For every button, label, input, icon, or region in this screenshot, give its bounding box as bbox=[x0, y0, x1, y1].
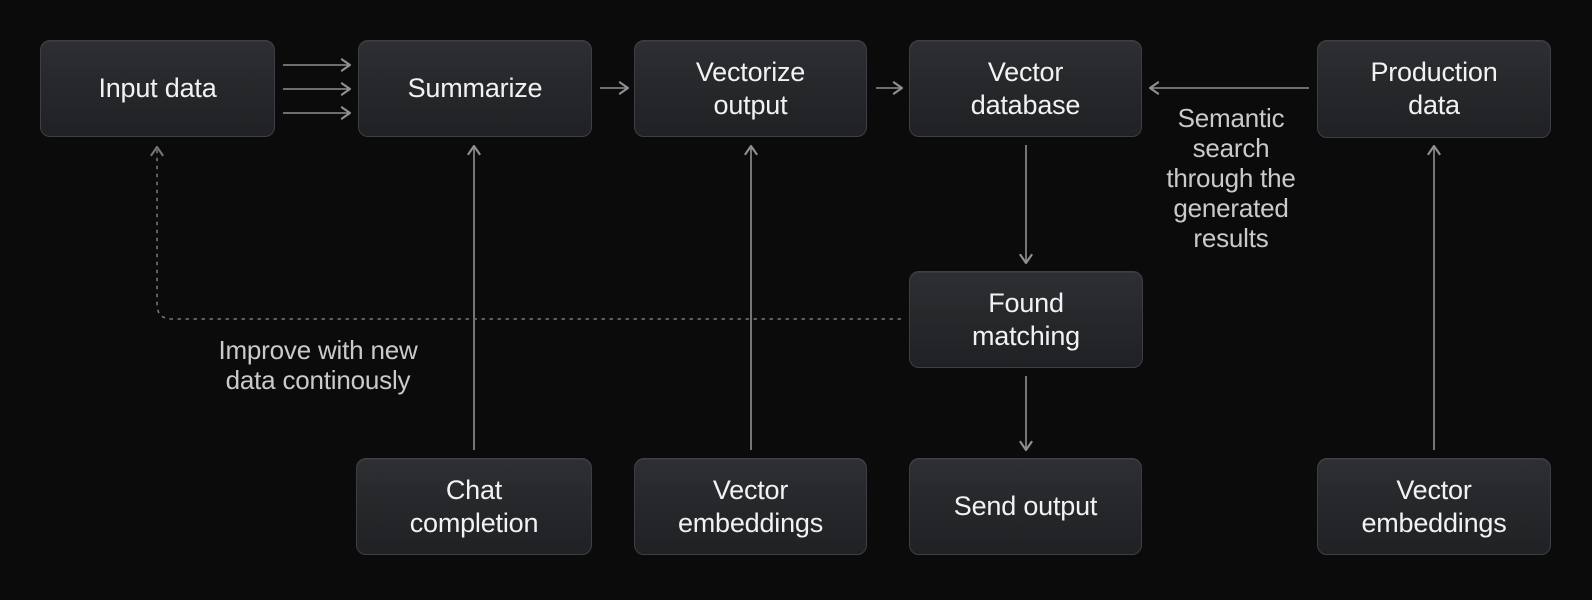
node-summarize: Summarize bbox=[358, 40, 592, 137]
node-found-matching: Found matching bbox=[909, 271, 1143, 368]
node-found-matching-label: Found matching bbox=[972, 287, 1080, 351]
node-vector-database-label: Vector database bbox=[970, 56, 1081, 120]
node-send-output-label: Send output bbox=[953, 491, 1098, 521]
improve-label: Improve with new data continously bbox=[218, 335, 418, 395]
node-production-data: Production data bbox=[1317, 40, 1551, 138]
node-chat-completion-label: Chat completion bbox=[409, 474, 539, 538]
semantic-search-label: Semantic search through the generated re… bbox=[1166, 103, 1296, 253]
node-production-data-label: Production data bbox=[1370, 57, 1498, 120]
node-vector-database: Vector database bbox=[909, 40, 1142, 137]
node-input-data-label: Input data bbox=[98, 73, 217, 103]
edge-found-matching-to-input-data bbox=[150, 145, 901, 320]
node-vector-embeddings-left-label: Vector embeddings bbox=[677, 474, 824, 538]
node-summarize-label: Summarize bbox=[407, 73, 543, 103]
node-send-output: Send output bbox=[909, 458, 1142, 555]
node-vector-embeddings-right-label: Vector embeddings bbox=[1361, 474, 1507, 538]
node-vector-embeddings-left: Vector embeddings bbox=[634, 458, 867, 555]
node-chat-completion: Chat completion bbox=[356, 458, 592, 555]
node-input-data: Input data bbox=[40, 40, 275, 137]
node-vectorize-output-label: Vectorize output bbox=[695, 56, 806, 120]
node-vectorize-output: Vectorize output bbox=[634, 40, 867, 137]
node-vector-embeddings-right: Vector embeddings bbox=[1317, 458, 1551, 555]
